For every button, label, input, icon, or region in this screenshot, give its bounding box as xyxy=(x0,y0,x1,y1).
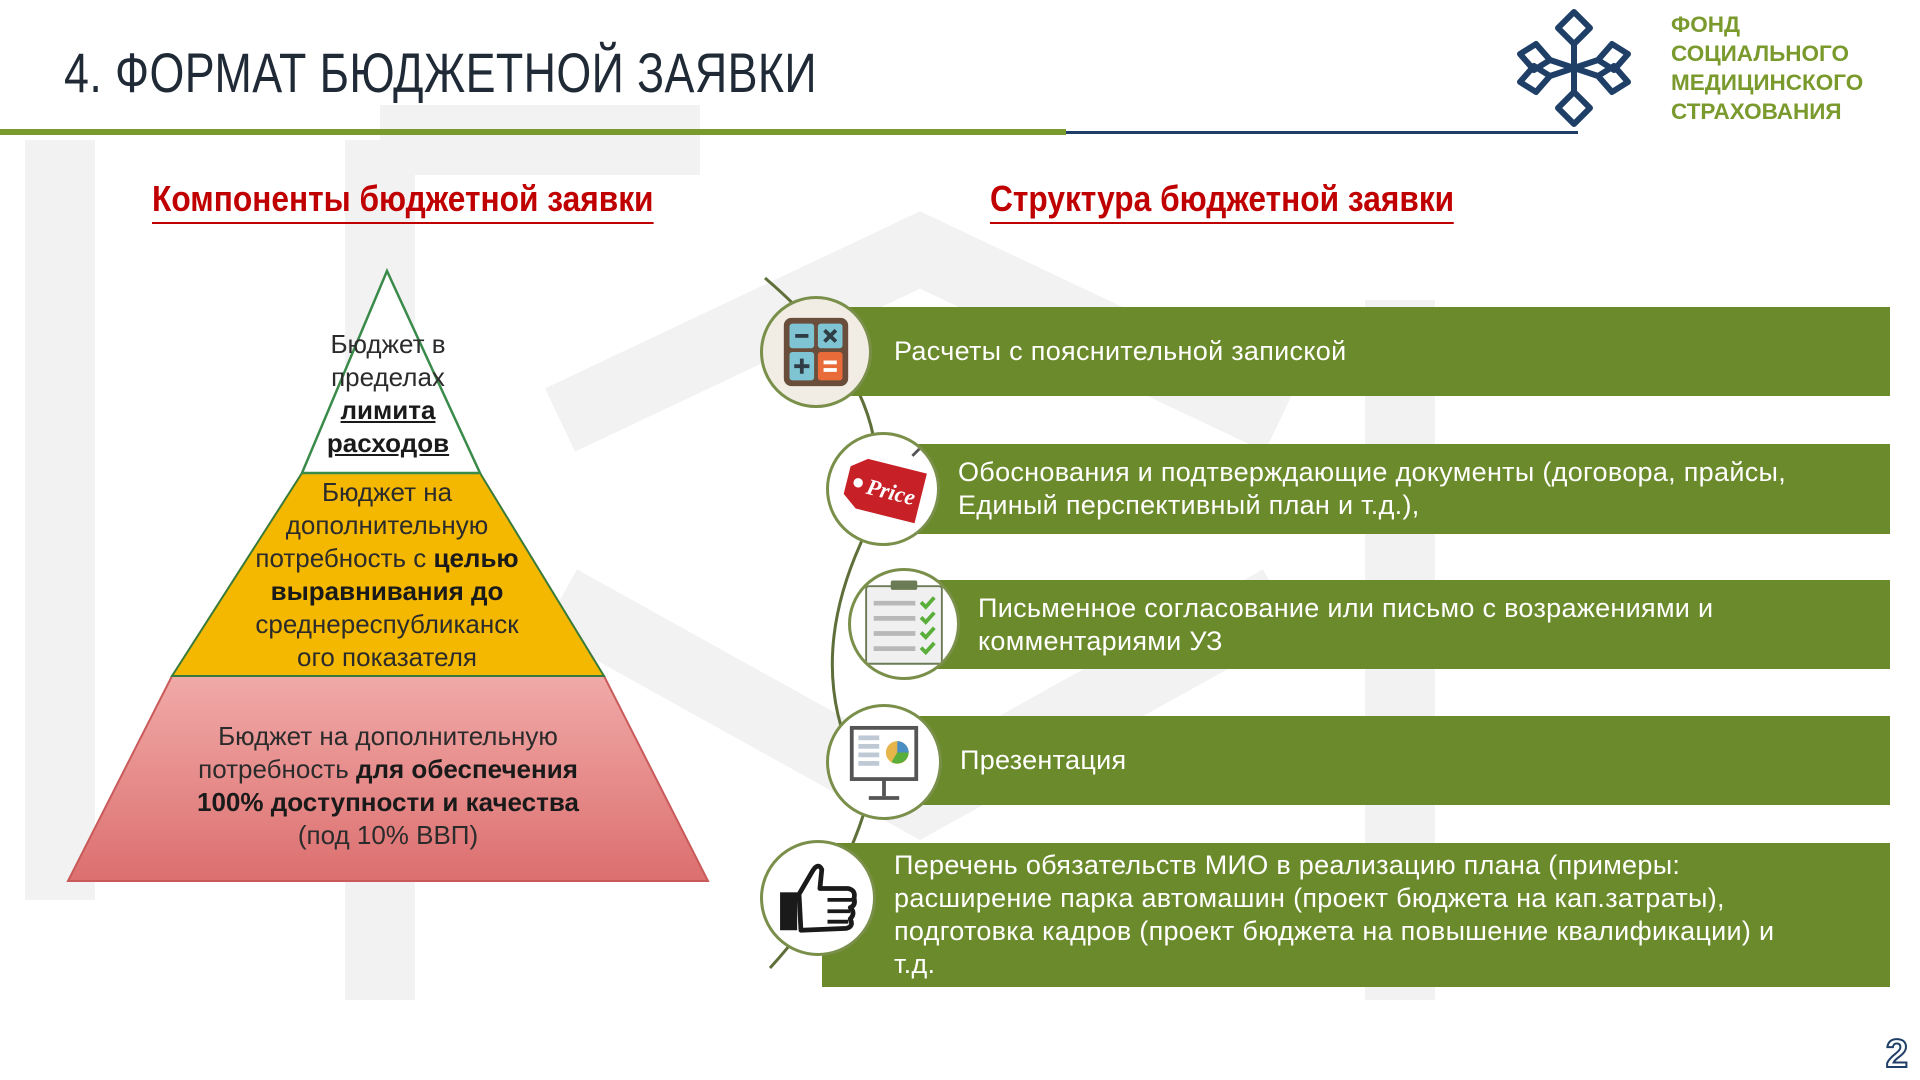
logo-line: МЕДИЦИНСКОГО xyxy=(1671,70,1864,95)
structure-item-label: комментариями УЗ xyxy=(978,625,1223,656)
slide-title: 4. ФОРМАТ БЮДЖЕТНОЙ ЗАЯВКИ xyxy=(64,41,817,104)
structure-item-label: т.д. xyxy=(894,949,936,979)
pyramid-middle-line: дополнительную xyxy=(285,510,489,540)
pyramid-top-line: пределах xyxy=(331,362,445,392)
logo-line: СТРАХОВАНИЯ xyxy=(1671,99,1842,124)
title-divider xyxy=(0,129,1066,135)
components-heading: Компоненты бюджетной заявки xyxy=(152,178,654,224)
pyramid-top-text: Бюджет в пределах лимита расходов xyxy=(292,328,484,460)
presentation-board-icon xyxy=(826,704,942,820)
structure-item-obligations: Перечень обязательств МИО в реализацию п… xyxy=(822,843,1890,987)
structure-item-label: Единый перспективный план и т.д.), xyxy=(958,490,1420,520)
fund-logo-icon xyxy=(1517,9,1631,127)
pyramid-middle-emphasis: выравнивания до xyxy=(270,576,504,606)
structure-item-label: Перечень обязательств МИО в реализацию п… xyxy=(894,850,1681,880)
structure-item-presentation: Презентация xyxy=(898,716,1890,805)
pyramid-middle-emphasis: целью xyxy=(433,543,519,573)
pyramid-middle-line: Бюджет на xyxy=(321,477,453,507)
pyramid-base-line: (под 10% ВВП) xyxy=(297,820,479,850)
pyramid-base-line: потребность xyxy=(198,754,357,784)
structure-item-label: Презентация xyxy=(960,745,1127,775)
pyramid-top-line: Бюджет в xyxy=(330,329,446,359)
fund-logo-text: ФОНД СОЦИАЛЬНОГО МЕДИЦИНСКОГО СТРАХОВАНИ… xyxy=(1671,10,1863,126)
pyramid-tier-top xyxy=(300,267,482,475)
structure-item-label: расширение парка автомашин (проект бюдже… xyxy=(894,883,1725,913)
pyramid-top-emphasis: расходов xyxy=(326,428,450,458)
structure-item-calculations: Расчеты с пояснительной запиской xyxy=(848,307,1890,396)
calculator-icon xyxy=(760,296,872,408)
pyramid-middle-line: ого показателя xyxy=(297,642,477,672)
structure-item-label: Письменное согласование или письмо с воз… xyxy=(978,592,1714,623)
structure-item-label: Обоснования и подтверждающие документы (… xyxy=(958,457,1787,487)
logo-line: ФОНД xyxy=(1671,12,1740,37)
structure-item-label: подготовка кадров (проект бюджета на пов… xyxy=(894,916,1775,946)
title-divider-accent xyxy=(1066,131,1578,134)
pyramid-top-emphasis: лимита xyxy=(340,395,436,425)
pyramid-base-text: Бюджет на дополнительную потребность для… xyxy=(170,720,606,852)
page-number: 2 xyxy=(1885,1031,1909,1077)
structure-item-justifications: Обоснования и подтверждающие документы (… xyxy=(918,444,1890,534)
structure-item-label: Расчеты с пояснительной запиской xyxy=(894,336,1347,366)
thumbs-up-icon xyxy=(760,840,876,956)
structure-heading: Структура бюджетной заявки xyxy=(990,178,1455,224)
structure-item-approval-letter: Письменное согласование или письмо с воз… xyxy=(918,580,1890,669)
pyramid-middle-line: среднереспубликанск xyxy=(255,609,519,639)
checklist-icon xyxy=(848,568,960,680)
pyramid-base-line: Бюджет на дополнительную xyxy=(218,721,558,751)
logo-line: СОЦИАЛЬНОГО xyxy=(1671,41,1849,66)
price-tag-icon: Price xyxy=(826,432,940,546)
pyramid-middle-text: Бюджет на дополнительную потребность с ц… xyxy=(222,476,552,674)
pyramid-base-emphasis: 100% доступности и качества xyxy=(197,787,579,817)
pyramid-middle-line: потребность с xyxy=(255,543,434,573)
pyramid-base-emphasis: для обеспечения xyxy=(356,754,578,784)
